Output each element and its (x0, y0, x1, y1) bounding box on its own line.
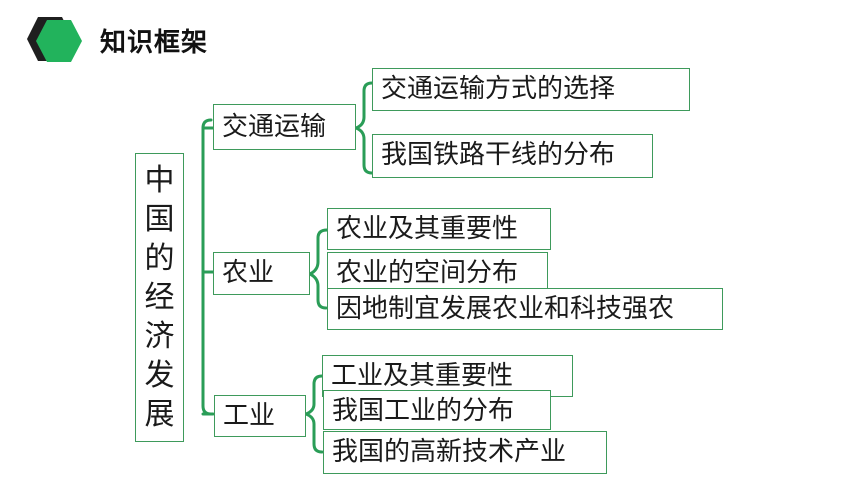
branch-node-industry: 工业 (214, 395, 306, 437)
leaf-node: 我国的高新技术产业 (323, 431, 607, 474)
bracket-branch-2 (306, 228, 329, 310)
root-char: 国 (144, 202, 175, 237)
leaf-node: 农业及其重要性 (327, 208, 551, 250)
hexagon-front-icon (36, 20, 82, 62)
root-char: 经 (144, 280, 175, 315)
bracket-branch-3 (301, 374, 324, 454)
page-title: 知识框架 (100, 28, 209, 58)
leaf-node: 我国工业的分布 (323, 390, 551, 430)
root-char: 发 (144, 358, 175, 393)
root-char: 展 (144, 397, 175, 432)
root-char: 中 (144, 163, 175, 198)
leaf-node: 因地制宜发展农业和科技强农 (327, 288, 723, 330)
root-bracket (201, 118, 213, 416)
root-char: 济 (144, 319, 175, 354)
root-node: 中 国 的 经 济 发 展 (135, 153, 184, 442)
leaf-node: 我国铁路干线的分布 (372, 134, 653, 178)
branch-node-agriculture: 农业 (213, 252, 310, 295)
leaf-node: 交通运输方式的选择 (372, 68, 690, 111)
root-char: 的 (144, 241, 175, 276)
bracket-branch-1 (351, 81, 374, 175)
branch-node-transport: 交通运输 (213, 104, 356, 150)
leaf-node: 农业的空间分布 (327, 252, 548, 292)
